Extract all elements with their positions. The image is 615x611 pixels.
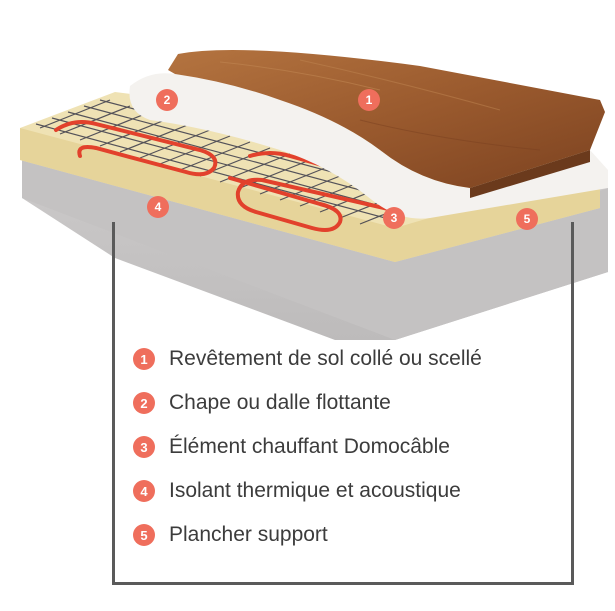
legend-badge: 1: [133, 348, 155, 370]
legend-badge: 4: [133, 480, 155, 502]
legend-label: Isolant thermique et acoustique: [169, 479, 461, 503]
legend-item: 1 Revêtement de sol collé ou scellé: [133, 344, 482, 374]
legend-badge: 2: [133, 392, 155, 414]
marker-4: 4: [147, 196, 169, 218]
legend-item: 3 Élément chauffant Domocâble: [133, 432, 482, 462]
legend-list: 1 Revêtement de sol collé ou scellé 2 Ch…: [133, 344, 482, 564]
legend-badge: 5: [133, 524, 155, 546]
legend-badge: 3: [133, 436, 155, 458]
marker-2: 2: [156, 89, 178, 111]
marker-1: 1: [358, 89, 380, 111]
legend-item: 2 Chape ou dalle flottante: [133, 388, 482, 418]
legend-item: 5 Plancher support: [133, 520, 482, 550]
legend-label: Plancher support: [169, 523, 328, 547]
legend-label: Chape ou dalle flottante: [169, 391, 391, 415]
legend-label: Revêtement de sol collé ou scellé: [169, 347, 482, 371]
legend-label: Élément chauffant Domocâble: [169, 435, 450, 459]
legend-item: 4 Isolant thermique et acoustique: [133, 476, 482, 506]
